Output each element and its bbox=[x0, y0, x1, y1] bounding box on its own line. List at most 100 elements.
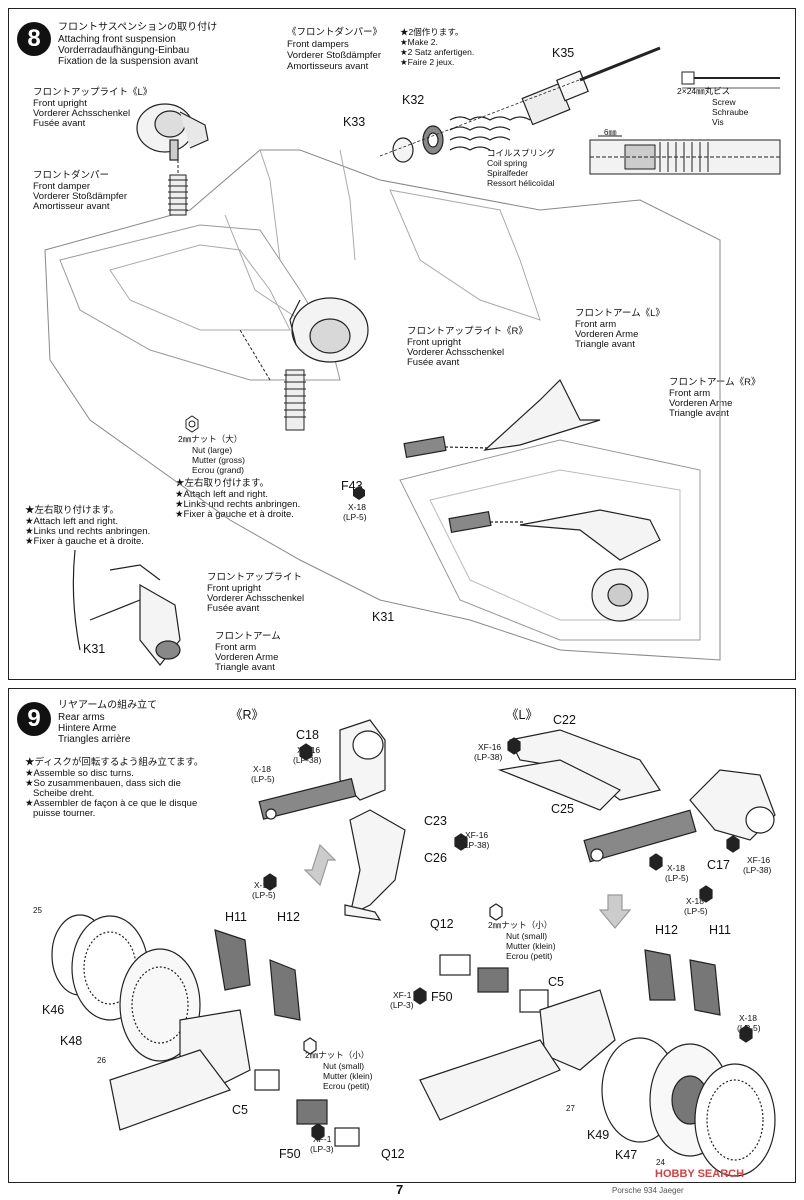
damper-fr: Amortisseur avant bbox=[33, 201, 110, 212]
dimension-6mm: 6㎜ bbox=[604, 128, 617, 137]
mark-25: 25 bbox=[33, 906, 42, 915]
screw-de: Schraube bbox=[712, 107, 749, 117]
xf16-r-top-lp: (LP-38) bbox=[293, 755, 322, 765]
nut-small-left-fr: Ecrou (petit) bbox=[323, 1081, 370, 1091]
part-h12-left: H12 bbox=[277, 910, 300, 924]
arm-detail-jp: フロントアーム bbox=[215, 631, 281, 642]
arm-r-de: Vorderen Arme bbox=[669, 398, 733, 409]
upright-r-de: Vorderer Achsschenkel bbox=[407, 347, 505, 358]
side-r-label: 《R》 bbox=[230, 708, 265, 722]
mark-27: 27 bbox=[566, 1104, 575, 1113]
arm-l-de: Vorderen Arme bbox=[575, 329, 639, 340]
part-c25: C25 bbox=[551, 802, 574, 816]
front-dampers-de: Vorderer Stoßdämpfer bbox=[287, 50, 381, 61]
part-c5-right: C5 bbox=[548, 975, 564, 989]
footer-title: Porsche 934 Jaeger bbox=[612, 1186, 684, 1195]
xf1-right-lp: (LP-3) bbox=[390, 1000, 414, 1010]
xf16-r-bot-paint: XF-16 bbox=[465, 830, 489, 840]
part-c26: C26 bbox=[424, 851, 447, 865]
step-9-title-de: Hintere Arme bbox=[58, 723, 117, 734]
part-k31-main: K31 bbox=[372, 610, 395, 624]
upright-detail-jp: フロントアップライト bbox=[207, 572, 303, 583]
part-f50-right: F50 bbox=[431, 990, 453, 1004]
attach1-de: ★Links und rechts anbringen. bbox=[175, 499, 301, 510]
arm-detail-en: Front arm bbox=[215, 642, 257, 653]
x18-r-paint: X-18 bbox=[253, 764, 271, 774]
part-c17: C17 bbox=[707, 858, 730, 872]
step-8-title-fr: Fixation de la suspension avant bbox=[58, 56, 199, 67]
x18-r-lp: (LP-5) bbox=[251, 774, 275, 784]
disc-note-fr2: puisse tourner. bbox=[33, 808, 96, 819]
coil-spring-en: Coil spring bbox=[487, 158, 528, 168]
part-k32: K32 bbox=[402, 93, 425, 107]
step-8-number: 8 bbox=[17, 22, 51, 56]
step-8-illustration bbox=[44, 46, 781, 666]
nut-small-right-fr: Ecrou (petit) bbox=[506, 951, 553, 961]
part-k31-detail: K31 bbox=[83, 642, 106, 656]
coil-spring-jp: コイルスプリング bbox=[487, 148, 556, 158]
disc-note-fr1: ★Assembler de façon à ce que le disque bbox=[25, 798, 198, 809]
x18-l-top-paint: X-18 bbox=[667, 863, 685, 873]
attach2-jp: ★左右取り付けます。 bbox=[25, 505, 120, 516]
nut-small-right-de: Mutter (klein) bbox=[506, 941, 556, 951]
make2-en: ★Make 2. bbox=[400, 37, 438, 47]
xf1-left-paint: XF-1 bbox=[313, 1134, 332, 1144]
make2-fr: ★Faire 2 jeux. bbox=[400, 57, 455, 67]
make2-jp: ★2個作ります。 bbox=[400, 27, 464, 37]
upright-detail-en: Front upright bbox=[207, 583, 261, 594]
x18-bl-lp: (LP-5) bbox=[252, 890, 276, 900]
damper-de: Vorderer Stoßdämpfer bbox=[33, 191, 127, 202]
front-dampers-en: Front dampers bbox=[287, 39, 349, 50]
x18-paint: X-18 bbox=[348, 502, 366, 512]
attach1-fr: ★Fixer à gauche et à droite. bbox=[175, 509, 294, 520]
x18-lp: (LP-5) bbox=[343, 512, 367, 522]
arm-r-en: Front arm bbox=[669, 388, 711, 399]
xf16-l-right-lp: (LP-38) bbox=[743, 865, 772, 875]
attach2-en: ★Attach left and right. bbox=[25, 516, 119, 527]
part-f50-left: F50 bbox=[279, 1147, 301, 1161]
upright-r-jp: フロントアップライト《R》 bbox=[407, 326, 528, 337]
upright-detail-de: Vorderer Achsschenkel bbox=[207, 593, 305, 604]
damper-jp: フロントダンパー bbox=[33, 170, 110, 181]
upright-l-jp: フロントアップライト《L》 bbox=[33, 87, 153, 98]
coil-spring-de: Spiralfeder bbox=[487, 168, 529, 178]
part-k33: K33 bbox=[343, 115, 366, 129]
part-k46: K46 bbox=[42, 1003, 65, 1017]
part-k48: K48 bbox=[60, 1034, 83, 1048]
upright-l-en: Front upright bbox=[33, 98, 87, 109]
attach1-en: ★Attach left and right. bbox=[175, 489, 269, 500]
xf16-r-bot-lp: (LP-38) bbox=[461, 840, 490, 850]
disc-note-en: ★Assemble so disc turns. bbox=[25, 768, 134, 779]
disc-note-de2: Scheibe dreht. bbox=[33, 788, 95, 799]
make2-de: ★2 Satz anfertigen. bbox=[400, 47, 475, 57]
x18-bl-paint: X-18 bbox=[254, 880, 272, 890]
page-number: 7 bbox=[396, 1182, 404, 1197]
x18-br-paint: X-18 bbox=[739, 1013, 757, 1023]
arm-detail-de: Vorderen Arme bbox=[215, 652, 279, 663]
part-q12-right: Q12 bbox=[430, 917, 454, 931]
upright-l-fr: Fusée avant bbox=[33, 118, 86, 129]
part-k47: K47 bbox=[615, 1148, 638, 1162]
upright-detail-fr: Fusée avant bbox=[207, 603, 260, 614]
nut-small-left-en: Nut (small) bbox=[323, 1061, 365, 1071]
disc-note-de1: ★So zusammenbauen, dass sich die bbox=[25, 778, 181, 789]
nut-large-jp: 2㎜ナット（大） bbox=[178, 434, 243, 444]
part-q12-left: Q12 bbox=[381, 1147, 405, 1161]
part-c22: C22 bbox=[553, 713, 576, 727]
front-dampers-jp: 《フロントダンパー》 bbox=[287, 27, 383, 38]
part-h12-right: H12 bbox=[655, 923, 678, 937]
arm-l-fr: Triangle avant bbox=[575, 339, 635, 350]
nut-large-fr: Ecrou (grand) bbox=[192, 465, 244, 475]
step-9-title-fr: Triangles arrière bbox=[58, 734, 131, 745]
xf16-l-top-lp: (LP-38) bbox=[474, 752, 503, 762]
arm-r-fr: Triangle avant bbox=[669, 408, 729, 419]
step-9-title-jp: リヤアームの組み立て bbox=[58, 700, 158, 711]
disc-note-jp: ★ディスクが回転するよう組み立てます。 bbox=[25, 757, 204, 768]
screw-en: Screw bbox=[712, 97, 736, 107]
nut-large-en: Nut (large) bbox=[192, 445, 233, 455]
attach1-jp: ★左右取り付けます。 bbox=[175, 478, 270, 489]
damper-en: Front damper bbox=[33, 181, 91, 192]
attach2-fr: ★Fixer à gauche et à droite. bbox=[25, 536, 144, 547]
coil-spring-fr: Ressort hélicoïdal bbox=[487, 178, 555, 188]
